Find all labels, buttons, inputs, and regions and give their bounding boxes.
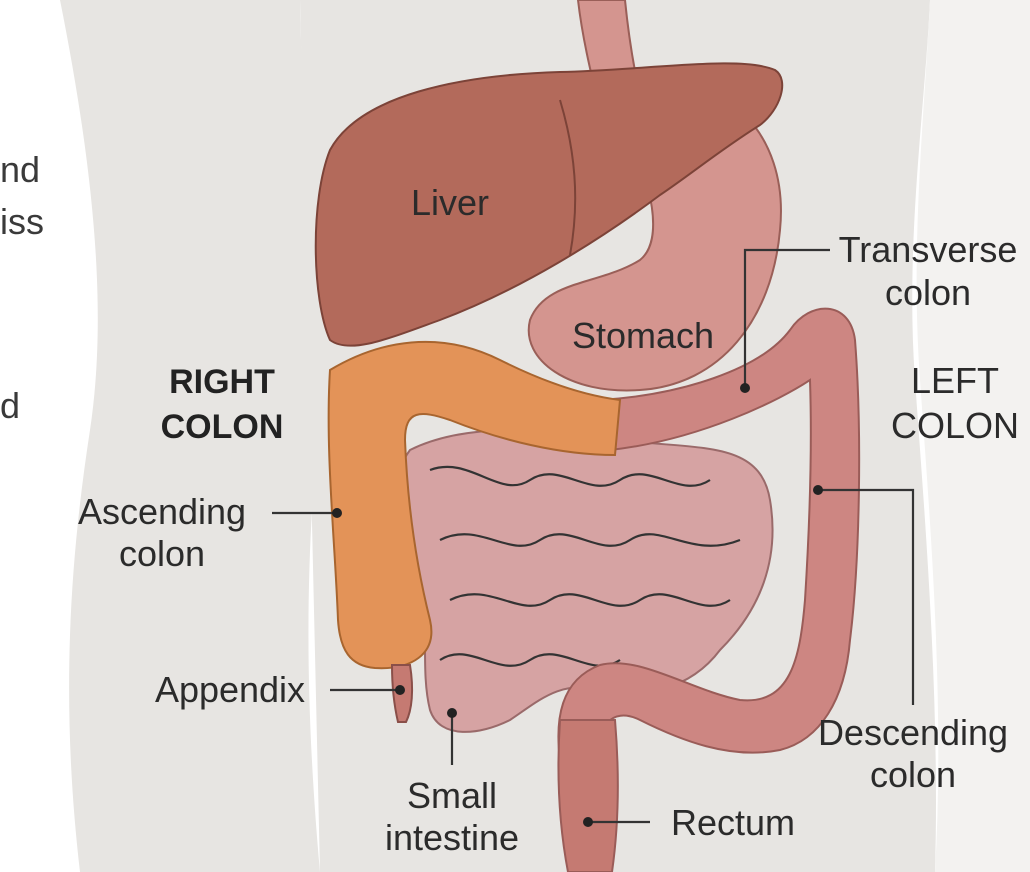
cut-text-1: nd bbox=[0, 149, 40, 190]
ascending-colon-label-line-1: Ascending bbox=[78, 491, 246, 532]
cut-text-3: d bbox=[0, 385, 20, 426]
right-colon-label-line-2: COLON bbox=[161, 408, 284, 446]
rectum bbox=[558, 720, 617, 872]
liver-label: Liver bbox=[411, 182, 489, 223]
right-colon-label-line-1: RIGHT bbox=[169, 363, 275, 401]
descending-colon-label-line-2: colon bbox=[870, 754, 956, 795]
transverse-colon-label-line-2: colon bbox=[885, 272, 971, 313]
ascending-colon-label-line-2: colon bbox=[119, 533, 205, 574]
appendix-label: Appendix bbox=[155, 669, 305, 710]
small-intestine-label-line-2: intestine bbox=[385, 817, 519, 858]
stomach-label: Stomach bbox=[572, 315, 714, 356]
rectum-label: Rectum bbox=[671, 802, 795, 843]
left-colon-label-line-1: LEFT bbox=[911, 360, 999, 401]
cut-text-2: iss bbox=[0, 201, 44, 242]
descending-colon-label-line-1: Descending bbox=[818, 712, 1008, 753]
left-colon-label-line-2: COLON bbox=[891, 405, 1019, 446]
small-intestine-label-line-1: Small bbox=[407, 775, 497, 816]
transverse-colon-label-line-1: Transverse bbox=[839, 229, 1018, 270]
